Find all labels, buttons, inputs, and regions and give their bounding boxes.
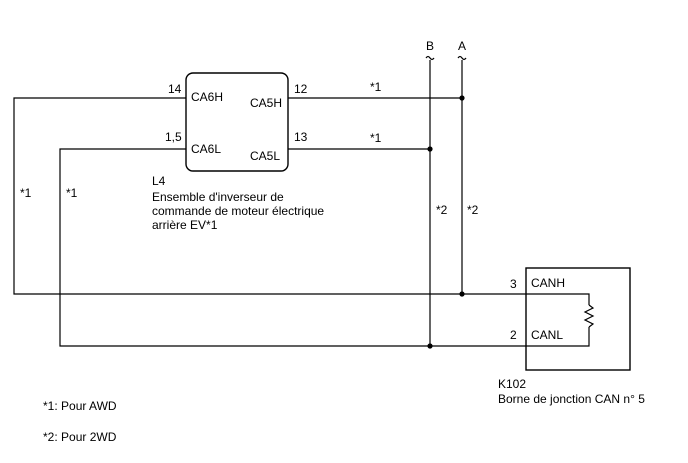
l4-desc-line3: arrière EV*1 [152,218,218,232]
wire-note-left-outer: *1 [20,186,32,200]
wire-ca6l-loop [59,148,526,347]
k102-component-box [525,267,631,371]
junction-dot [459,95,465,101]
legend-note-1: *1: Pour AWD [43,399,117,413]
l4-component-box [185,72,289,172]
bus-line-b [425,55,435,346]
bus-a-label: A [458,39,466,53]
wire-note-ca5h: *1 [370,80,382,94]
wire-note-left-inner: *1 [66,186,78,200]
l4-code: L4 [152,174,166,188]
l4-pin-number-1-5: 1,5 [165,130,182,144]
l4-desc-line2: commande de moteur électrique [152,204,324,218]
l4-pin-number-14: 14 [168,82,182,96]
junction-dot [427,146,433,152]
l4-pin-ca5l: CA5L [250,149,280,163]
bus-line-a [457,55,467,294]
l4-desc-line1: Ensemble d'inverseur de [152,190,284,204]
k102-pin-canh: CANH [531,276,565,290]
l4-pin-ca6h: CA6H [191,90,223,104]
l4-pin-ca6l: CA6L [191,142,221,156]
bus-a-note: *2 [467,203,479,217]
junction-dot [427,343,433,349]
legend-note-2: *2: Pour 2WD [43,430,117,444]
bus-b-label: B [426,39,434,53]
bus-b-note: *2 [436,203,448,217]
k102-desc: Borne de jonction CAN n° 5 [498,392,645,406]
wire-ca6h-loop [13,97,526,295]
k102-code: K102 [498,377,526,391]
wire-note-ca5l: *1 [370,131,382,145]
k102-pin-number-3: 3 [510,277,517,291]
junction-dot [459,291,465,297]
l4-pin-number-13: 13 [294,130,308,144]
l4-pin-ca5h: CA5H [250,96,282,110]
l4-pin-number-12: 12 [294,82,308,96]
termination-resistor [526,293,595,347]
k102-pin-number-2: 2 [510,328,517,342]
k102-pin-canl: CANL [531,328,563,342]
